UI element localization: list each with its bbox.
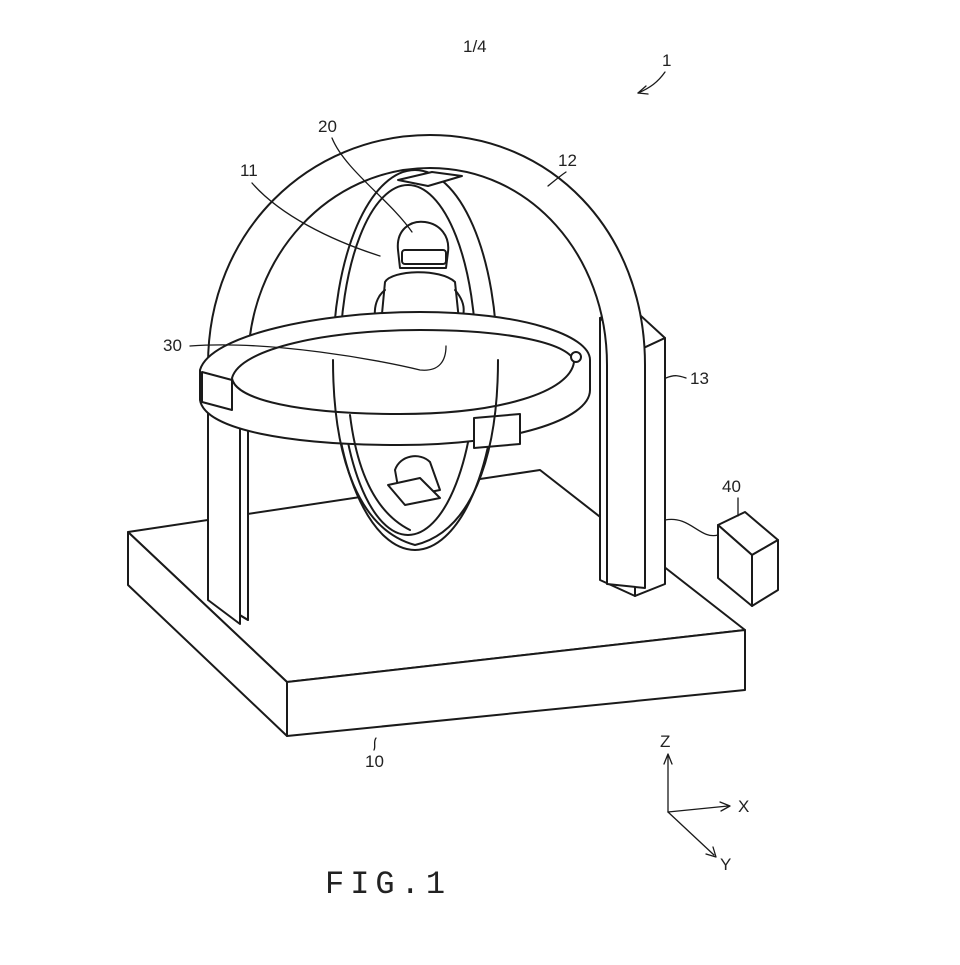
ref-leader-inner-ring bbox=[251, 182, 381, 257]
figure-title: FIG.1 bbox=[325, 866, 451, 903]
ref-label-inner-ring: 11 bbox=[240, 161, 258, 180]
horizontal-ring bbox=[199, 311, 591, 449]
ref-label-controller: 30 bbox=[163, 336, 182, 355]
ref-label-base: 10 bbox=[365, 752, 384, 771]
ref-leader-occupant bbox=[331, 137, 413, 233]
axis-label-y: Y bbox=[720, 855, 731, 874]
ring-pivot bbox=[570, 351, 582, 363]
inner-ring-front bbox=[332, 359, 499, 546]
base-platform bbox=[127, 469, 746, 737]
page-number: 1/4 bbox=[463, 37, 487, 56]
axis-label-x: X bbox=[738, 797, 749, 816]
ref-leader-overall bbox=[637, 71, 666, 94]
vr-headset bbox=[401, 249, 447, 265]
x-arrowhead bbox=[719, 801, 731, 812]
coordinate-axes: Z X Y bbox=[660, 732, 749, 874]
ref-label-overall: 1 bbox=[662, 51, 671, 70]
ref-arrowhead-overall bbox=[637, 85, 649, 95]
ref-leader-tower bbox=[665, 375, 687, 379]
ref-label-outer-frame: 12 bbox=[558, 151, 577, 170]
ref-label-box: 40 bbox=[722, 477, 741, 496]
external-box bbox=[717, 511, 779, 607]
y-arrowhead bbox=[705, 846, 717, 858]
ring-front-block bbox=[473, 413, 521, 449]
cable bbox=[664, 518, 719, 537]
z-arrowhead bbox=[663, 753, 673, 765]
axis-label-z: Z bbox=[660, 732, 670, 751]
ref-leader-base bbox=[373, 737, 377, 751]
ref-leader-controller bbox=[189, 344, 447, 371]
ring-left-block bbox=[201, 371, 233, 411]
ref-label-occupant: 20 bbox=[318, 117, 337, 136]
ref-leader-outer-frame bbox=[547, 171, 567, 187]
ref-label-tower: 13 bbox=[690, 369, 709, 388]
outer-arch-frame bbox=[207, 134, 646, 625]
